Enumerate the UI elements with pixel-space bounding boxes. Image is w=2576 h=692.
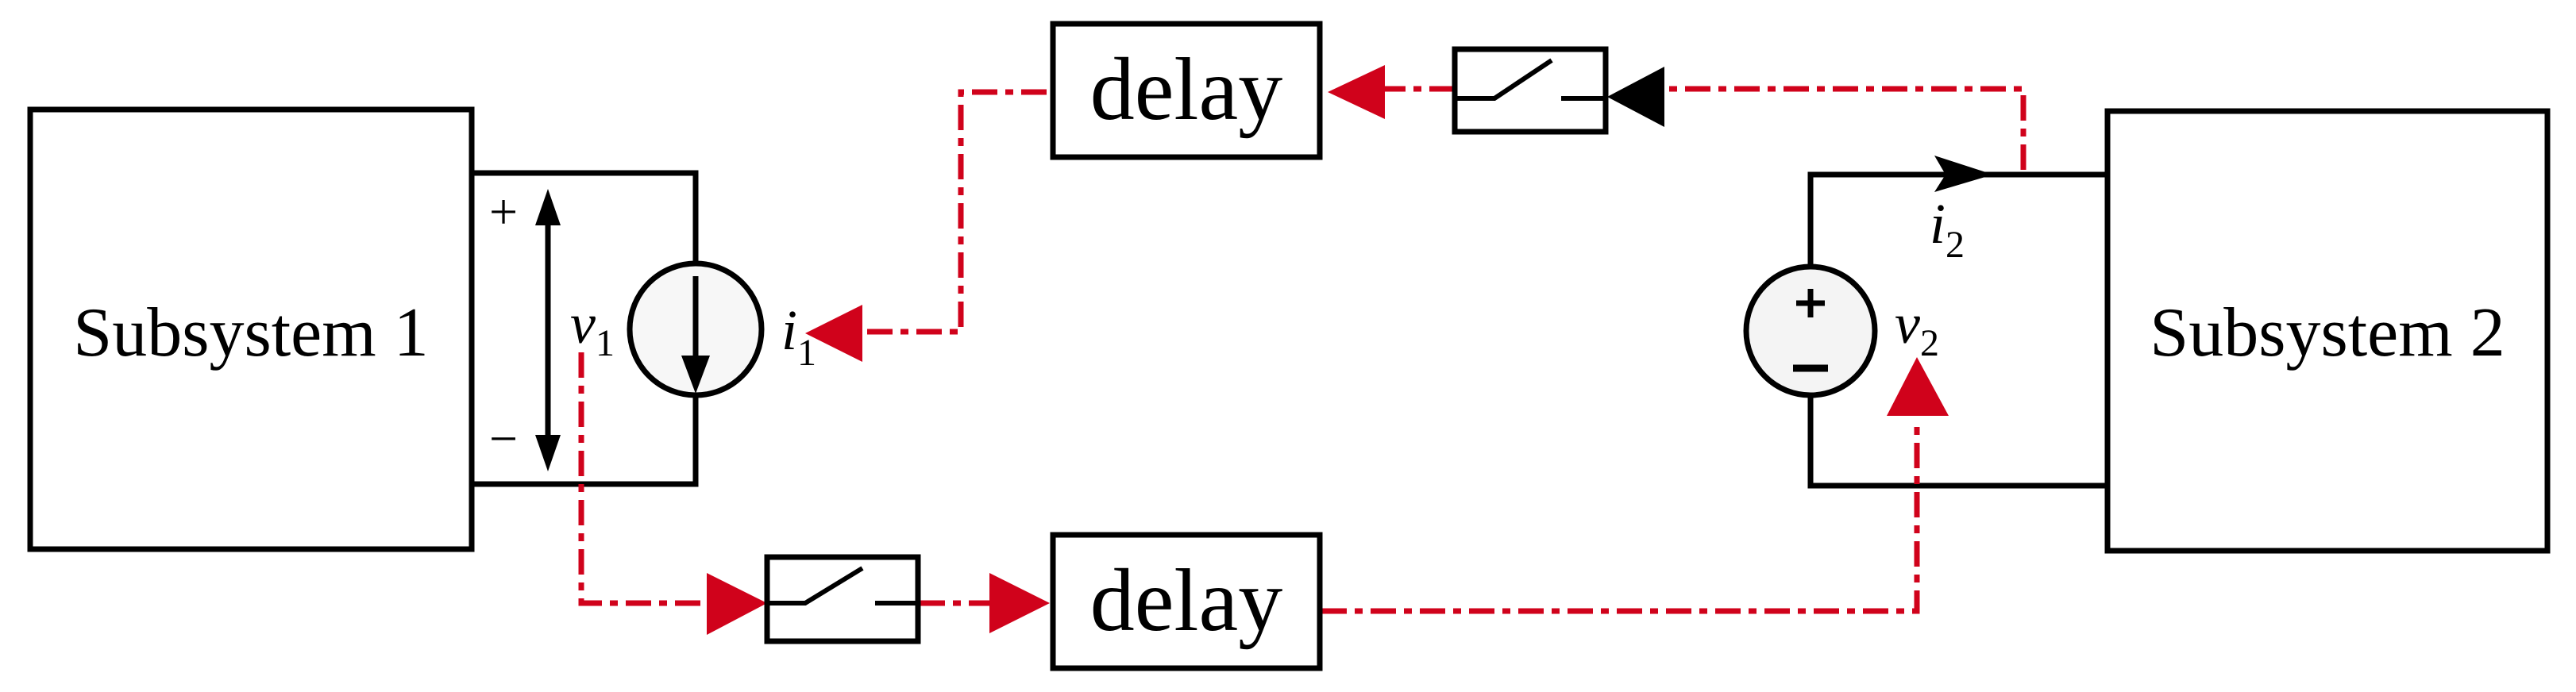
subsystem-2-label: Subsystem 2 bbox=[2150, 294, 2505, 371]
current-direction-arrow-icon bbox=[681, 356, 710, 394]
i1-input-arrow-icon bbox=[805, 305, 862, 362]
v1-label: v1 bbox=[570, 292, 615, 364]
subsystem-1-box bbox=[27, 106, 475, 552]
arrow-up-icon bbox=[535, 189, 561, 225]
v1-plus-sign: + bbox=[489, 183, 518, 240]
top-signal-path bbox=[854, 86, 2026, 335]
subsystem-2-box bbox=[2104, 108, 2551, 554]
bottom-delay-label: delay bbox=[1090, 552, 1283, 650]
i1-label: i1 bbox=[781, 298, 816, 374]
bottom-delay-box bbox=[1050, 532, 1323, 671]
top-delay-label: delay bbox=[1090, 40, 1283, 139]
top-sample-switch bbox=[1452, 46, 1609, 135]
top-delay-input-arrow-icon bbox=[1328, 65, 1385, 119]
i2-label: i2 bbox=[1930, 192, 1965, 266]
v2-input-arrow-icon bbox=[1887, 357, 1949, 416]
bottom-switch-input-arrow-icon bbox=[707, 573, 767, 635]
bottom-sample-switch bbox=[764, 554, 921, 644]
left-port-wires bbox=[472, 170, 699, 487]
top-delay-box bbox=[1050, 21, 1323, 160]
bottom-signal-path bbox=[578, 352, 1920, 614]
top-switch-input-arrow-icon bbox=[1607, 67, 1664, 127]
v2-label: v2 bbox=[1895, 292, 1939, 364]
arrow-down-icon bbox=[535, 435, 561, 471]
voltage-source bbox=[1743, 263, 1878, 398]
v1-minus-sign: − bbox=[489, 410, 518, 467]
i2-current-arrow-icon bbox=[1934, 156, 1993, 192]
current-source bbox=[627, 260, 765, 398]
bottom-delay-input-arrow-icon bbox=[989, 573, 1050, 633]
v1-voltage-arrow bbox=[535, 189, 561, 471]
right-port-wires bbox=[1807, 171, 2107, 489]
subsystem-1-label: Subsystem 1 bbox=[73, 294, 428, 371]
